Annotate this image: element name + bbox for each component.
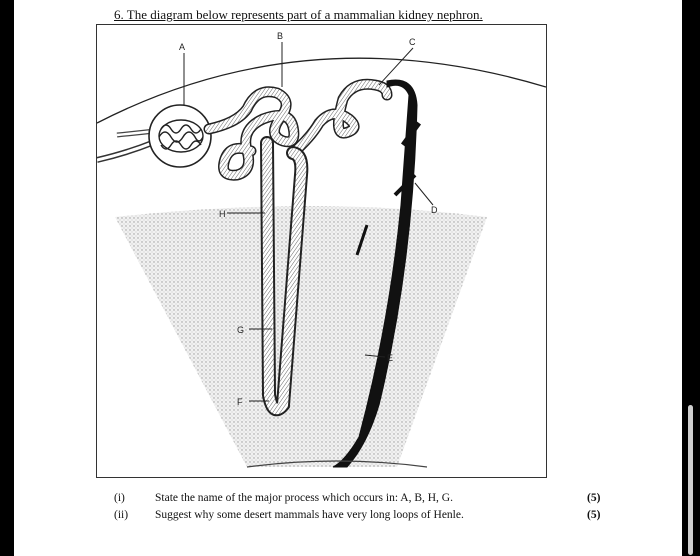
label-h: H (219, 209, 226, 219)
bowmans-capsule (148, 104, 212, 168)
scrollbar[interactable] (688, 405, 693, 555)
label-g: G (237, 325, 244, 335)
capsule-boundary (97, 57, 546, 124)
distal-convoluted-tubule (287, 78, 393, 159)
collecting-duct (332, 79, 418, 468)
question-text: State the name of the major process whic… (155, 492, 453, 504)
nephron-diagram: A B C D E F G H (96, 24, 547, 478)
glomerulus (158, 119, 204, 153)
label-b: B (277, 31, 283, 41)
question-heading: 6. The diagram below represents part of … (114, 7, 483, 22)
question-page: 6. The diagram below represents part of … (14, 0, 682, 556)
question-marks: (5) (587, 492, 601, 504)
question-number: (i) (114, 492, 125, 504)
label-e: E (387, 353, 393, 363)
question-text: Suggest why some desert mammals have ver… (155, 509, 464, 521)
question-number: (ii) (114, 509, 129, 521)
label-d: D (431, 205, 438, 215)
loop-of-henle (260, 136, 309, 417)
label-f: F (237, 397, 243, 407)
question-marks: (5) (587, 509, 601, 521)
label-c: C (409, 37, 416, 47)
label-a: A (179, 42, 185, 52)
proximal-convoluted-tubule (203, 86, 300, 181)
